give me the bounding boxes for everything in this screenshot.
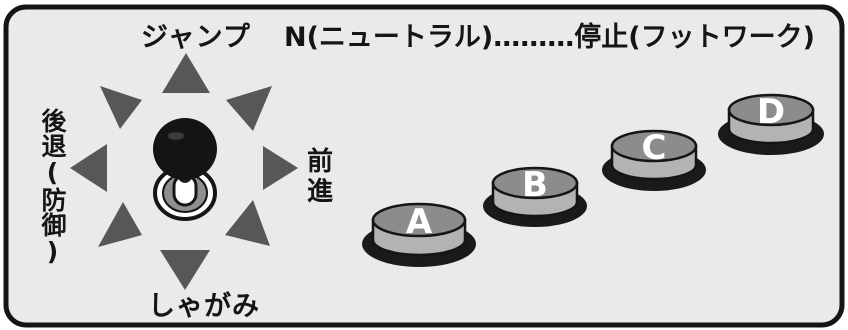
arrow-right-icon	[263, 146, 298, 190]
button-b-label: B	[522, 165, 548, 205]
direction-arrows	[70, 53, 298, 290]
button-c-label: C	[642, 128, 667, 168]
joystick-icon	[153, 118, 217, 221]
button-b: B	[483, 165, 587, 227]
button-d-top	[727, 93, 815, 127]
arrow-up-right-icon	[226, 86, 272, 131]
arrow-up-icon	[162, 53, 210, 93]
arrow-left-icon	[70, 144, 107, 192]
button-a: A	[362, 202, 476, 267]
button-c-top	[610, 129, 698, 163]
joystick-ball-shine	[168, 132, 184, 140]
button-b-top	[491, 166, 579, 200]
jump-label: ジャンプ	[141, 22, 251, 53]
button-a-top	[371, 202, 467, 238]
back-guard-label: 後退(防御)	[38, 108, 67, 266]
panel-background	[3, 4, 845, 328]
crouch-label: しゃがみ	[148, 291, 260, 322]
button-d-label: D	[757, 92, 785, 132]
arrow-down-icon	[160, 250, 210, 290]
arrow-up-left-icon	[100, 86, 142, 129]
neutral-label: N(ニュートラル)………停止(フットワーク)	[284, 22, 815, 53]
forward-label: 前進	[306, 147, 333, 207]
button-d: D	[718, 92, 824, 155]
arrow-down-right-icon	[225, 200, 270, 246]
joystick-ball	[153, 118, 217, 180]
button-a-label: A	[406, 202, 433, 242]
button-c: C	[602, 128, 706, 191]
arrow-down-left-icon	[98, 202, 142, 247]
